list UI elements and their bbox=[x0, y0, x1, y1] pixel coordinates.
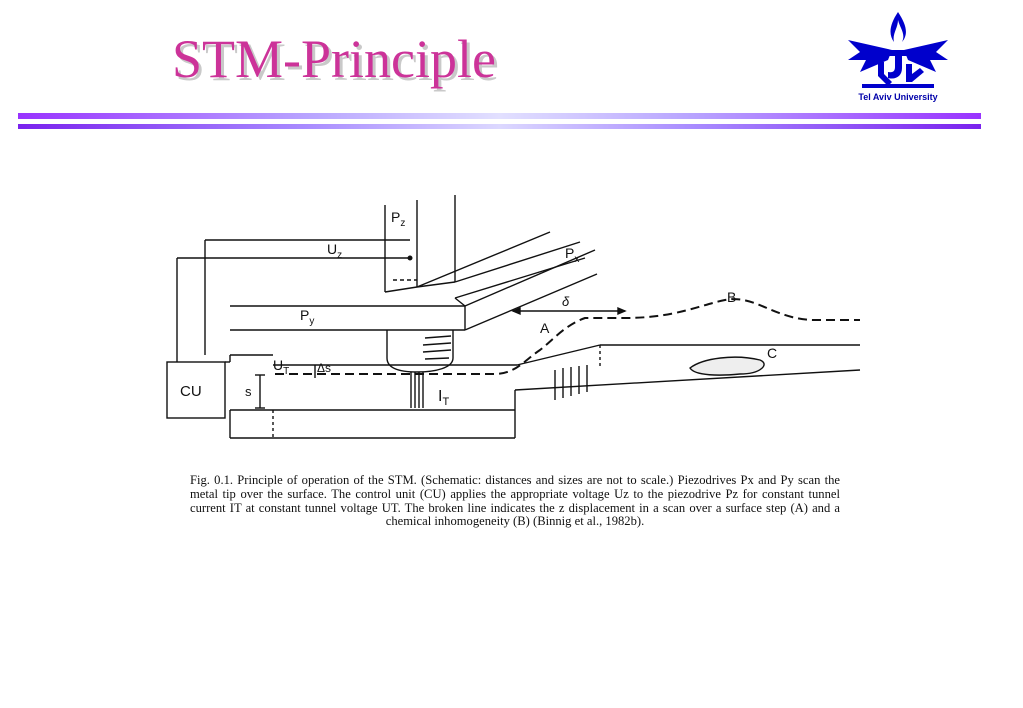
uz-wiring bbox=[176, 239, 413, 362]
label-ut: U bbox=[273, 357, 283, 373]
label-uz-sub: z bbox=[337, 250, 342, 261]
control-unit-box bbox=[166, 361, 226, 419]
label-cu: CU bbox=[180, 383, 202, 400]
tip-holder bbox=[386, 330, 454, 408]
gap-markers bbox=[255, 365, 316, 409]
label-px-sub: x bbox=[574, 254, 579, 265]
tel-aviv-university-logo: Tel Aviv University bbox=[842, 10, 954, 106]
label-delta: δ bbox=[562, 294, 570, 309]
label-pz-sub: z bbox=[400, 218, 405, 229]
label-uz: U bbox=[327, 241, 337, 257]
svg-text:Pz: Pz bbox=[391, 209, 405, 229]
label-delta-s: Δs bbox=[317, 361, 331, 375]
piezo-x bbox=[416, 231, 586, 299]
piezo-y bbox=[230, 249, 598, 331]
label-a: A bbox=[540, 320, 550, 336]
piezo-z bbox=[384, 195, 456, 293]
sample-surface bbox=[229, 344, 861, 439]
svg-text:IT: IT bbox=[438, 388, 449, 408]
label-c: C bbox=[767, 345, 777, 361]
label-ut-sub: T bbox=[283, 366, 289, 377]
label-pz: P bbox=[391, 209, 400, 225]
svg-text:UT: UT bbox=[273, 357, 289, 377]
inhomogeneity bbox=[689, 356, 765, 376]
svg-text:Px: Px bbox=[565, 245, 579, 265]
slide-title: STM-Principle bbox=[172, 29, 496, 89]
label-it-sub: T bbox=[442, 396, 449, 408]
logo-caption: Tel Aviv University bbox=[858, 92, 938, 102]
title-rule-bottom bbox=[18, 124, 981, 129]
label-py: P bbox=[300, 307, 309, 323]
stm-schematic-figure: Pz Uz Px Py CU UT Δs s IT δ A B C bbox=[155, 190, 875, 475]
title-rule-top bbox=[18, 113, 981, 119]
svg-text:Uz: Uz bbox=[327, 241, 342, 261]
scan-trajectory bbox=[275, 298, 860, 375]
label-s: s bbox=[245, 384, 252, 399]
svg-text:Py: Py bbox=[300, 307, 314, 327]
label-py-sub: y bbox=[309, 316, 314, 327]
label-px: P bbox=[565, 245, 574, 261]
label-b: B bbox=[727, 289, 736, 305]
figure-caption: Fig. 0.1. Principle of operation of the … bbox=[190, 473, 840, 529]
label-it: I bbox=[438, 388, 442, 405]
